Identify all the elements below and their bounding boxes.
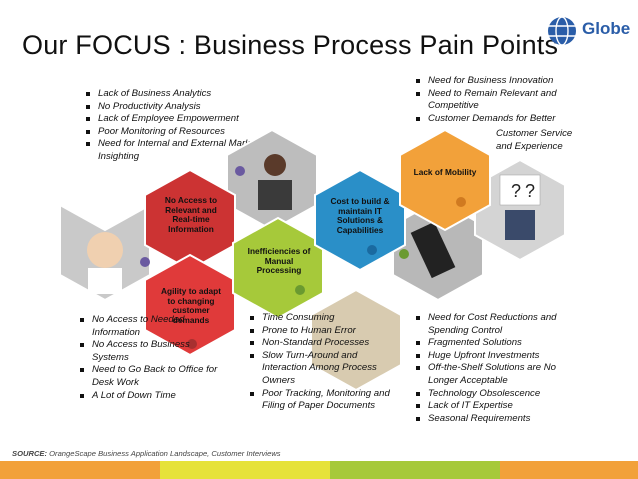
list-item: Need to Go Back to Office for Desk Work bbox=[78, 364, 228, 389]
list-item: Need for Internal and External Market In… bbox=[84, 138, 259, 163]
list-item: Huge Upfront Investments bbox=[414, 350, 574, 363]
hex-inefficiencies-label: Inefficiencies of Manual Processing bbox=[247, 246, 311, 276]
bar-segment bbox=[500, 461, 638, 479]
list-item: No Productivity Analysis bbox=[84, 101, 259, 114]
list-item: Need to Remain Relevant and Competitive bbox=[414, 88, 569, 113]
dot-icon bbox=[456, 197, 466, 207]
list-item: Need for Business Innovation bbox=[414, 75, 569, 88]
list-item: Time Consuming bbox=[248, 312, 398, 325]
svg-text:?: ? bbox=[511, 181, 521, 201]
photo-hex-paper-pile bbox=[310, 288, 402, 392]
dot-icon bbox=[295, 285, 305, 295]
list-item: Prone to Human Error bbox=[248, 325, 398, 338]
list-item: Fragmented Solutions bbox=[414, 337, 574, 350]
dot-icon bbox=[140, 257, 150, 267]
bar-segment bbox=[330, 461, 500, 479]
hex-agility-label: Agility to adapt to changing customer de… bbox=[161, 286, 221, 325]
source-label: SOURCE: bbox=[12, 449, 48, 458]
dot-icon bbox=[399, 249, 409, 259]
hex-no-access-label: No Access to Relevant and Real-time Info… bbox=[164, 195, 218, 234]
bottom-left-list: No Access to Needed Information No Acces… bbox=[78, 314, 228, 402]
list-item: Poor Monitoring of Resources bbox=[84, 126, 259, 139]
svg-text:?: ? bbox=[525, 181, 535, 201]
list-item: Non-Standard Processes bbox=[248, 337, 398, 350]
list-item: Off-the-Shelf Solutions are No Longer Ac… bbox=[414, 362, 574, 387]
globe-logo bbox=[548, 16, 576, 46]
list-item: Seasonal Requirements bbox=[414, 413, 574, 426]
top-left-list: Lack of Business Analytics No Productivi… bbox=[84, 88, 259, 164]
bar-segment bbox=[160, 461, 330, 479]
list-item: Poor Tracking, Monitoring and Filing of … bbox=[248, 388, 398, 413]
hex-mobility-label: Lack of Mobility bbox=[413, 167, 477, 177]
dot-icon bbox=[235, 166, 245, 176]
hex-mobility bbox=[399, 128, 491, 232]
list-item: No Access to Business Systems bbox=[78, 339, 228, 364]
logo-text: Globe bbox=[582, 19, 631, 38]
list-item: Slow Turn-Around and Interaction Among P… bbox=[248, 350, 398, 388]
source-note: SOURCE: OrangeScape Business Application… bbox=[12, 449, 281, 458]
source-text: OrangeScape Business Application Landsca… bbox=[47, 449, 281, 458]
list-item: Lack of Employee Empowerment bbox=[84, 113, 259, 126]
list-item: Lack of Business Analytics bbox=[84, 88, 259, 101]
list-item: Customer Demands for Better bbox=[414, 113, 569, 126]
list-item: Lack of IT Expertise bbox=[414, 400, 574, 413]
globe-logo-icon bbox=[548, 17, 576, 45]
top-right-list-continuation: Customer Service and Experience bbox=[496, 128, 573, 152]
dot-icon bbox=[367, 245, 377, 255]
bar-segment bbox=[0, 461, 160, 479]
hexagon-diagram: ? ? bbox=[59, 128, 566, 392]
page-title: Our FOCUS : Business Process Pain Points bbox=[22, 30, 559, 60]
list-item: Technology Obsolescence bbox=[414, 388, 574, 401]
footer-color-bar bbox=[0, 461, 638, 479]
hex-cost-label: Cost to build & maintain IT Solutions & … bbox=[330, 196, 390, 235]
list-item: No Access to Needed Information bbox=[78, 314, 228, 339]
bottom-right-list: Need for Cost Reductions and Spending Co… bbox=[414, 312, 574, 425]
dot-icon bbox=[187, 339, 197, 349]
top-right-list: Need for Business Innovation Need to Rem… bbox=[414, 75, 569, 125]
bottom-middle-list: Time Consuming Prone to Human Error Non-… bbox=[248, 312, 398, 413]
list-item: Need for Cost Reductions and Spending Co… bbox=[414, 312, 574, 337]
list-item: A Lot of Down Time bbox=[78, 390, 228, 403]
